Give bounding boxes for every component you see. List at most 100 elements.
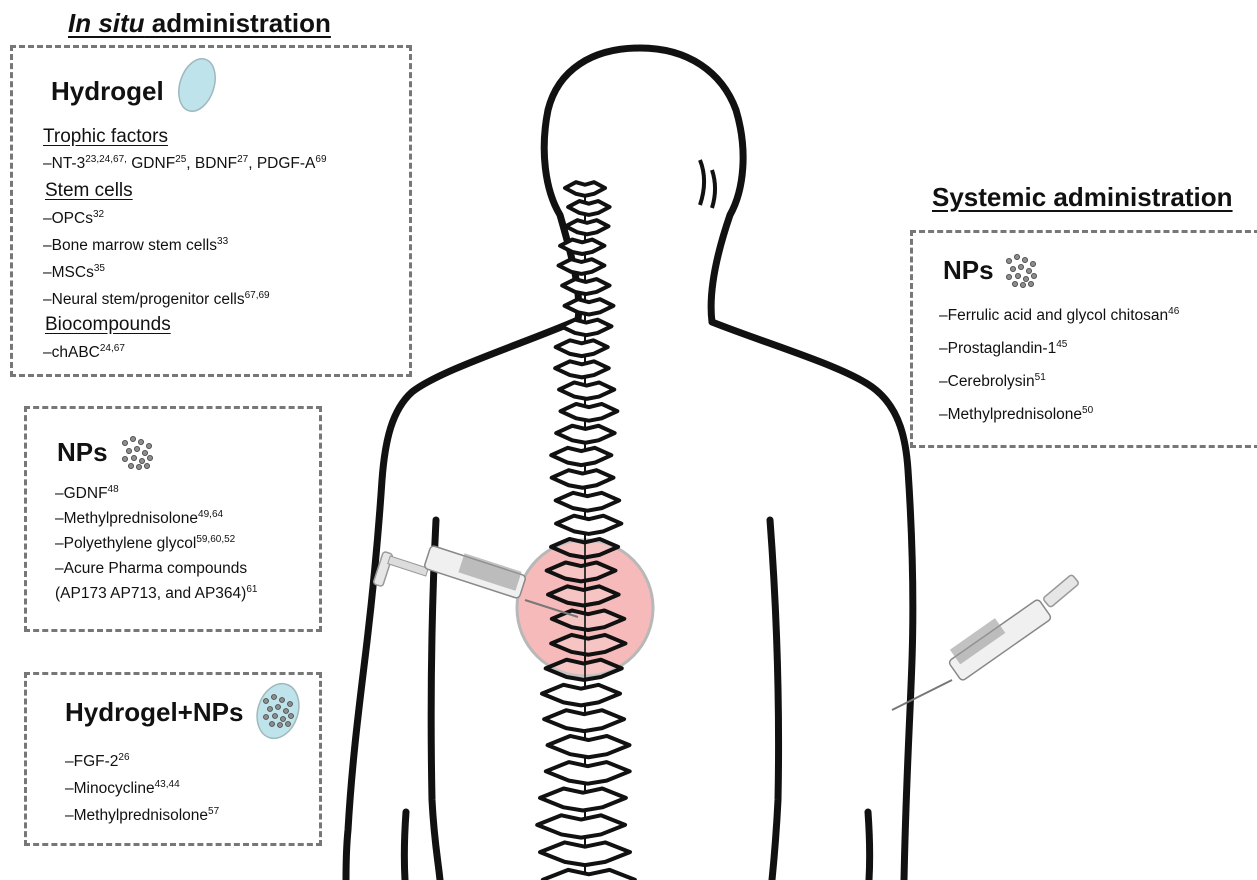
item-text: –Methylprednisolone bbox=[939, 406, 1082, 423]
reference-superscript: 27 bbox=[237, 154, 248, 165]
reference-superscript: 67,69 bbox=[245, 290, 270, 301]
hydrogel-nps-box-title: Hydrogel+NPs bbox=[65, 697, 243, 728]
vertebra bbox=[561, 320, 611, 336]
vertebra bbox=[540, 842, 630, 865]
list-item: –Bone marrow stem cells33 bbox=[43, 237, 228, 255]
reference-superscript: 69 bbox=[315, 154, 326, 165]
spine bbox=[537, 182, 635, 880]
human-back-silhouette bbox=[346, 48, 913, 880]
list-item: –Acure Pharma compounds bbox=[55, 560, 247, 578]
item-text: , PDGF-A bbox=[248, 155, 315, 172]
nps-box: NPs –GDNF48 –Methylprednisolone49,64 –Po… bbox=[24, 406, 322, 632]
reference-superscript: 48 bbox=[108, 484, 119, 495]
list-item: –GDNF48 bbox=[55, 485, 119, 503]
reference-superscript: 46 bbox=[1168, 306, 1179, 317]
list-item: –Prostaglandin-145 bbox=[939, 340, 1067, 358]
item-text: –Methylprednisolone bbox=[55, 510, 198, 527]
vertebra bbox=[546, 762, 630, 784]
section-trophic-factors: Trophic factors bbox=[43, 126, 168, 148]
list-item: –MSCs35 bbox=[43, 264, 105, 282]
systemic-nps-box-title: NPs bbox=[943, 255, 994, 286]
vertebra bbox=[555, 361, 609, 377]
reference-superscript: 49,64 bbox=[198, 509, 223, 520]
item-text: –MSCs bbox=[43, 264, 94, 281]
list-item: –Methylprednisolone49,64 bbox=[55, 510, 223, 528]
systemic-nps-box: NPs –Ferrulic acid and glycol chitosan46… bbox=[910, 230, 1257, 448]
vertebra bbox=[556, 426, 614, 443]
nps-box-title: NPs bbox=[57, 437, 108, 468]
reference-superscript: 35 bbox=[94, 263, 105, 274]
list-item: –chABC24,67 bbox=[43, 344, 125, 362]
reference-superscript: 59,60,52 bbox=[196, 534, 235, 545]
vertebra bbox=[551, 448, 611, 465]
reference-superscript: 25 bbox=[175, 154, 186, 165]
list-item: –OPCs32 bbox=[43, 210, 104, 228]
reference-superscript: 50 bbox=[1082, 405, 1093, 416]
item-text: –Ferrulic acid and glycol chitosan bbox=[939, 307, 1168, 324]
vertebra bbox=[552, 470, 614, 488]
vertebra bbox=[543, 870, 635, 880]
vertebra bbox=[565, 182, 605, 196]
list-item: –FGF-226 bbox=[65, 753, 130, 771]
list-item: –Polyethylene glycol59,60,52 bbox=[55, 535, 235, 553]
list-item: –Cerebrolysin51 bbox=[939, 373, 1046, 391]
list-item: –Methylprednisolone57 bbox=[65, 807, 219, 825]
vertebra bbox=[540, 788, 626, 810]
reference-superscript: 57 bbox=[208, 806, 219, 817]
vertebra bbox=[556, 516, 621, 534]
reference-superscript: 26 bbox=[118, 752, 129, 763]
item-text: –Minocycline bbox=[65, 780, 155, 797]
reference-superscript: 61 bbox=[246, 584, 257, 595]
vertebra bbox=[542, 685, 620, 706]
reference-superscript: 45 bbox=[1056, 339, 1067, 350]
vertebra bbox=[544, 710, 624, 731]
item-text: (AP173 AP713, and AP364) bbox=[55, 585, 246, 602]
hydrogel-box: Hydrogel Trophic factors –NT-323,24,67, … bbox=[10, 45, 412, 377]
vertebra bbox=[537, 815, 625, 837]
list-item: –Ferrulic acid and glycol chitosan46 bbox=[939, 307, 1179, 325]
item-text: –Polyethylene glycol bbox=[55, 535, 196, 552]
item-text: GDNF bbox=[127, 155, 175, 172]
reference-superscript: 51 bbox=[1035, 372, 1046, 383]
hydrogel-nps-box: Hydrogel+NPs –FGF-226 –Minocycline43,44 … bbox=[24, 672, 322, 846]
systemic-heading: Systemic administration bbox=[932, 182, 1233, 213]
vertebra bbox=[548, 736, 630, 757]
list-item: –NT-323,24,67, GDNF25, BDNF27, PDGF-A69 bbox=[43, 155, 327, 173]
vertebra bbox=[565, 299, 614, 314]
hydrogel-box-title: Hydrogel bbox=[51, 76, 164, 107]
reference-superscript: 33 bbox=[217, 236, 228, 247]
item-text: –GDNF bbox=[55, 485, 108, 502]
vertebra bbox=[546, 660, 622, 680]
item-text: –chABC bbox=[43, 344, 100, 361]
item-text: –Neural stem/progenitor cells bbox=[43, 291, 245, 308]
reference-superscript: 32 bbox=[93, 209, 104, 220]
item-text: –Bone marrow stem cells bbox=[43, 237, 217, 254]
item-text: –OPCs bbox=[43, 210, 93, 227]
vertebra bbox=[559, 382, 614, 398]
ear-detail bbox=[700, 160, 715, 208]
vertebra bbox=[568, 201, 609, 215]
vertebra bbox=[559, 259, 605, 274]
item-text: –NT-3 bbox=[43, 155, 85, 172]
in-situ-heading-italic: In situ bbox=[68, 8, 145, 38]
in-situ-heading-rest: administration bbox=[145, 8, 331, 38]
section-biocompounds: Biocompounds bbox=[45, 314, 171, 336]
item-text: –Acure Pharma compounds bbox=[55, 560, 247, 577]
item-text: –Prostaglandin-1 bbox=[939, 340, 1056, 357]
list-item: –Neural stem/progenitor cells67,69 bbox=[43, 291, 270, 309]
item-text: , BDNF bbox=[186, 155, 237, 172]
list-item: –Methylprednisolone50 bbox=[939, 406, 1093, 424]
section-stem-cells: Stem cells bbox=[45, 180, 133, 202]
vertebra bbox=[556, 340, 608, 356]
item-text: –Cerebrolysin bbox=[939, 373, 1035, 390]
item-text: –Methylprednisolone bbox=[65, 807, 208, 824]
vertebra bbox=[562, 279, 609, 294]
reference-superscript: 24,67 bbox=[100, 343, 125, 354]
in-situ-heading: In situ administration bbox=[68, 8, 331, 39]
reference-superscript: 23,24,67, bbox=[85, 154, 127, 165]
syringe-right bbox=[892, 574, 1079, 710]
item-text: –FGF-2 bbox=[65, 753, 118, 770]
reference-superscript: 43,44 bbox=[155, 779, 180, 790]
vertebra bbox=[556, 493, 619, 511]
vertebra bbox=[566, 220, 609, 234]
